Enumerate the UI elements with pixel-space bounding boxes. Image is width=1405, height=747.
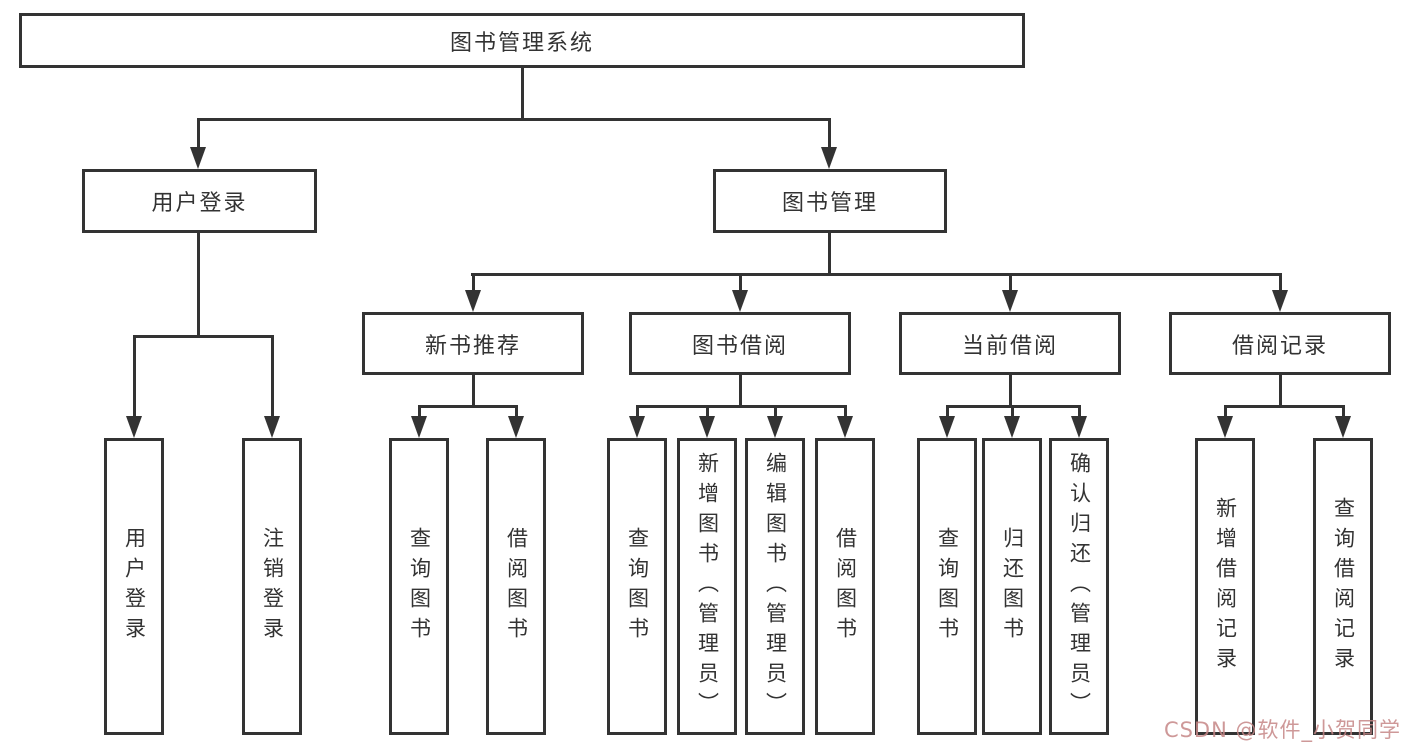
node-book-management: 图书管理 <box>713 169 947 233</box>
connector-section-bar <box>1224 405 1345 408</box>
connector-stub <box>197 118 200 150</box>
arrowhead-down-icon <box>837 416 853 438</box>
connector-stub <box>1009 273 1012 295</box>
node-label: 借阅记录 <box>1231 333 1328 359</box>
arrowhead-down-icon <box>1004 416 1020 438</box>
leaf-label: 注销登录 <box>260 526 285 647</box>
leaf-label: 查询图书 <box>935 526 960 647</box>
node-label: 图书管理 <box>781 191 878 216</box>
connector-section-drop <box>739 375 742 408</box>
connector-stub <box>636 405 639 418</box>
leaf-label: 查询图书 <box>407 526 432 647</box>
node-user-login: 用户登录 <box>82 169 317 233</box>
leaf-label: 借阅图书 <box>504 526 529 647</box>
connector-section-drop <box>1279 375 1282 408</box>
leaf-query-books: 查询图书 <box>607 438 667 735</box>
connector-stub <box>706 405 709 418</box>
connector-section-drop <box>472 375 475 408</box>
node-root-label: 图书管理系统 <box>449 30 594 56</box>
leaf-label: 新增借阅记录 <box>1213 496 1238 677</box>
leaf-label: 借阅图书 <box>833 526 858 647</box>
connector-stub <box>418 405 421 418</box>
node-label: 当前借阅 <box>961 333 1058 359</box>
leaf-query-books: 查询图书 <box>917 438 977 735</box>
arrowhead-down-icon <box>1071 416 1087 438</box>
connector-section-drop <box>1009 375 1012 408</box>
connector-stub <box>1078 405 1081 418</box>
arrowhead-down-icon <box>264 416 280 438</box>
leaf-borrow-books: 借阅图书 <box>815 438 875 735</box>
node-book-borrow: 图书借阅 <box>629 312 851 375</box>
connector-section-bar <box>636 405 846 408</box>
arrowhead-down-icon <box>1217 416 1233 438</box>
leaf-return-books: 归还图书 <box>982 438 1042 735</box>
arrowhead-down-icon <box>767 416 783 438</box>
arrowhead-down-icon <box>699 416 715 438</box>
connector-stub <box>1224 405 1227 418</box>
connector-stub <box>739 273 742 295</box>
node-current-borrow: 当前借阅 <box>899 312 1121 375</box>
connector-stub <box>946 405 949 418</box>
leaf-label: 确认归还（管理员） <box>1067 451 1092 722</box>
connector-stub <box>515 405 518 418</box>
csdn-watermark: CSDN @软件_小贺同学 <box>1163 718 1401 742</box>
leaf-add-books-admin: 新增图书（管理员） <box>677 438 737 735</box>
leaf-confirm-return-admin: 确认归还（管理员） <box>1049 438 1109 735</box>
connector-level2-bar <box>197 118 831 121</box>
leaf-label: 编辑图书（管理员） <box>763 451 788 722</box>
leaf-label: 用户登录 <box>122 526 147 647</box>
node-root: 图书管理系统 <box>19 13 1025 68</box>
leaf-label: 新增图书（管理员） <box>695 451 720 722</box>
leaf-add-borrow-record: 新增借阅记录 <box>1195 438 1255 735</box>
node-new-book-recommend: 新书推荐 <box>362 312 584 375</box>
leaf-edit-books-admin: 编辑图书（管理员） <box>745 438 805 735</box>
node-label: 用户登录 <box>151 191 248 216</box>
leaf-query-borrow-record: 查询借阅记录 <box>1313 438 1373 735</box>
arrowhead-down-icon <box>1335 416 1351 438</box>
arrowhead-down-icon <box>190 147 206 169</box>
connector-stub <box>472 273 475 295</box>
node-label: 图书借阅 <box>691 333 788 359</box>
leaf-label: 归还图书 <box>1000 526 1025 647</box>
arrowhead-down-icon <box>411 416 427 438</box>
arrowhead-down-icon <box>1002 290 1018 312</box>
connector-root-drop <box>521 68 524 118</box>
connector-user-bar <box>133 335 274 338</box>
connector-user-drop <box>197 233 200 338</box>
leaf-user-login: 用户登录 <box>104 438 164 735</box>
arrowhead-down-icon <box>465 290 481 312</box>
arrowhead-down-icon <box>508 416 524 438</box>
connector-stub <box>844 405 847 418</box>
connector-stub <box>828 118 831 150</box>
connector-stub <box>1342 405 1345 418</box>
leaf-query-books: 查询图书 <box>389 438 449 735</box>
connector-stub <box>271 335 274 418</box>
connector-stub <box>1279 273 1282 295</box>
connector-stub <box>1011 405 1014 418</box>
arrowhead-down-icon <box>732 290 748 312</box>
connector-section-bar <box>418 405 518 408</box>
leaf-logout: 注销登录 <box>242 438 302 735</box>
connector-stub <box>133 335 136 418</box>
arrowhead-down-icon <box>1272 290 1288 312</box>
leaf-label: 查询图书 <box>625 526 650 647</box>
connector-stub <box>774 405 777 418</box>
arrowhead-down-icon <box>629 416 645 438</box>
leaf-borrow-books: 借阅图书 <box>486 438 546 735</box>
arrowhead-down-icon <box>821 147 837 169</box>
arrowhead-down-icon <box>939 416 955 438</box>
node-label: 新书推荐 <box>424 333 521 359</box>
connector-book-drop <box>828 233 831 276</box>
node-borrow-records: 借阅记录 <box>1169 312 1391 375</box>
arrowhead-down-icon <box>126 416 142 438</box>
connector-level3-bar <box>471 273 1282 276</box>
leaf-label: 查询借阅记录 <box>1331 496 1356 677</box>
